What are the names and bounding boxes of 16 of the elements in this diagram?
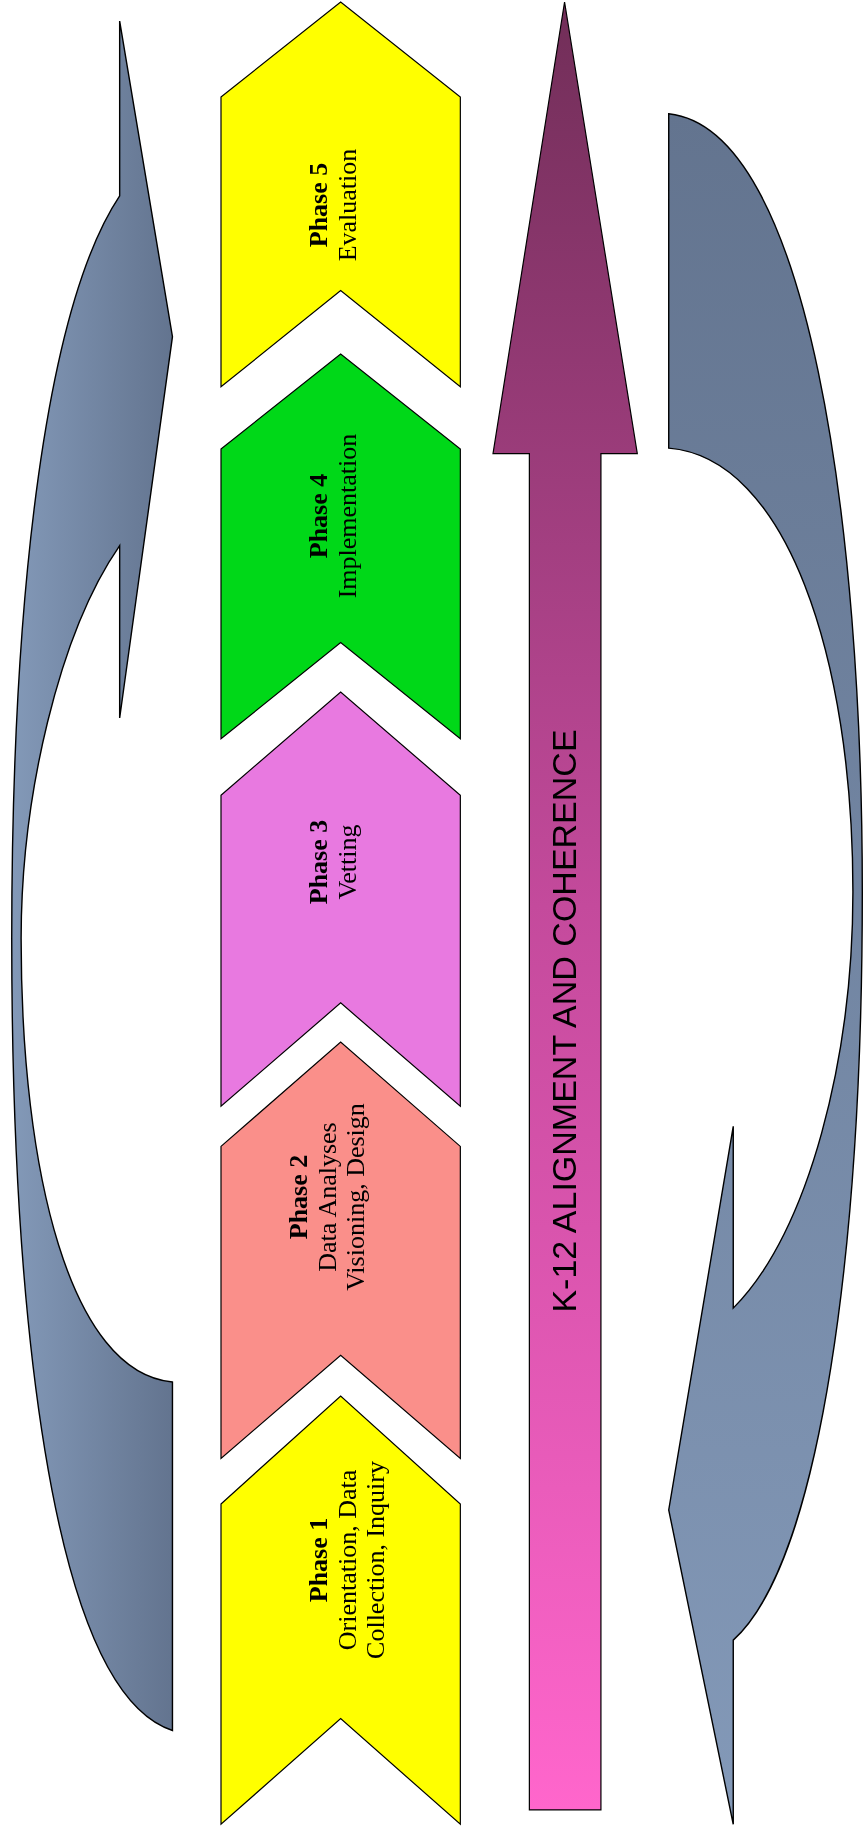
- chevron-box: [220, 2, 460, 388]
- phase-description: Implementation: [334, 432, 363, 601]
- phase-description: Evaluation: [334, 148, 363, 264]
- phase-description: Orientation, Data Collection, Inquiry: [334, 1460, 392, 1662]
- phase-heading: Phase 3: [305, 819, 335, 907]
- arrow-label: K-12 ALIGNMENT AND COHERENCE: [546, 728, 585, 1315]
- chevron-box: [220, 1041, 460, 1459]
- chevron-box: [220, 354, 460, 740]
- chevron-box: [220, 1396, 460, 1825]
- phase-description: Vetting: [334, 823, 363, 902]
- phase-description: Data Analyses Visioning, Design: [314, 1101, 372, 1293]
- upward-arrow: [492, 2, 638, 1811]
- phase-heading: Phase 1: [305, 1517, 335, 1605]
- phase-heading: Phase 4: [305, 472, 335, 561]
- phase-heading: Phase 5: [305, 162, 335, 250]
- phase-heading: Phase 2: [285, 1153, 315, 1241]
